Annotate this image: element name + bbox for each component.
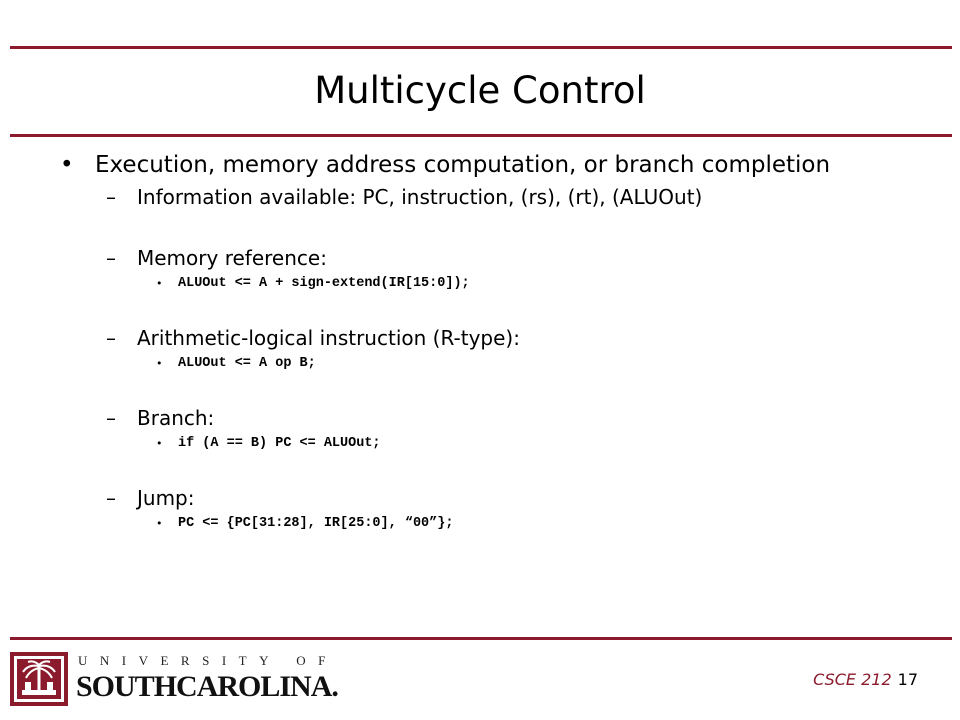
code-text: ALUOut <= A op B;: [178, 356, 316, 371]
sub-item-branch: – Branch:: [60, 405, 920, 431]
course-code: CSCE 212: [813, 670, 892, 689]
code-text: ALUOut <= A + sign-extend(IR[15:0]);: [178, 276, 470, 291]
sub-item-rtype: – Arithmetic-logical instruction (R-type…: [60, 325, 920, 351]
main-bullet-text: Execution, memory address computation, o…: [95, 152, 831, 178]
logo-university-text: UNIVERSITY OF: [78, 653, 338, 668]
bullet-dot-icon: •: [60, 152, 74, 178]
code-line-memory: • ALUOut <= A + sign-extend(IR[15:0]);: [60, 275, 920, 293]
dash-icon: –: [106, 406, 116, 430]
bullet-dot-icon: •: [156, 437, 163, 450]
dash-icon: –: [106, 486, 116, 510]
code-text: PC <= {PC[31:28], IR[25:0], “00”};: [178, 516, 454, 531]
sub-item-text: Memory reference:: [137, 246, 327, 270]
sub-item-text: Arithmetic-logical instruction (R-type):: [137, 326, 520, 350]
code-line-jump: • PC <= {PC[31:28], IR[25:0], “00”};: [60, 515, 920, 533]
bullet-dot-icon: •: [156, 517, 163, 530]
dash-icon: –: [106, 246, 116, 270]
footer-divider: [10, 637, 952, 640]
sub-item-info: – Information available: PC, instruction…: [60, 184, 920, 210]
code-text: if (A == B) PC <= ALUOut;: [178, 436, 381, 451]
page-number: 17: [897, 670, 918, 689]
sub-item-text: Jump:: [137, 486, 195, 510]
code-line-rtype: • ALUOut <= A op B;: [60, 355, 920, 373]
slide-title: Multicycle Control: [314, 69, 646, 112]
top-divider: [10, 46, 952, 49]
title-divider: [10, 134, 952, 137]
bullet-dot-icon: •: [156, 277, 163, 290]
main-bullet: • Execution, memory address computation,…: [60, 150, 920, 180]
slide-content: • Execution, memory address computation,…: [60, 150, 920, 533]
sub-item-memory: – Memory reference:: [60, 245, 920, 271]
university-seal-icon: [10, 652, 68, 706]
sub-item-text: Information available: PC, instruction, …: [137, 185, 703, 209]
sub-item-jump: – Jump:: [60, 485, 920, 511]
logo-south-carolina-text: SOUTHCAROLINA.: [76, 670, 339, 703]
footer-course-label: CSCE 212 17: [813, 670, 918, 690]
sub-item-text: Branch:: [137, 406, 215, 430]
dash-icon: –: [106, 185, 116, 209]
bullet-dot-icon: •: [156, 357, 163, 370]
code-line-branch: • if (A == B) PC <= ALUOut;: [60, 435, 920, 453]
dash-icon: –: [106, 326, 116, 350]
